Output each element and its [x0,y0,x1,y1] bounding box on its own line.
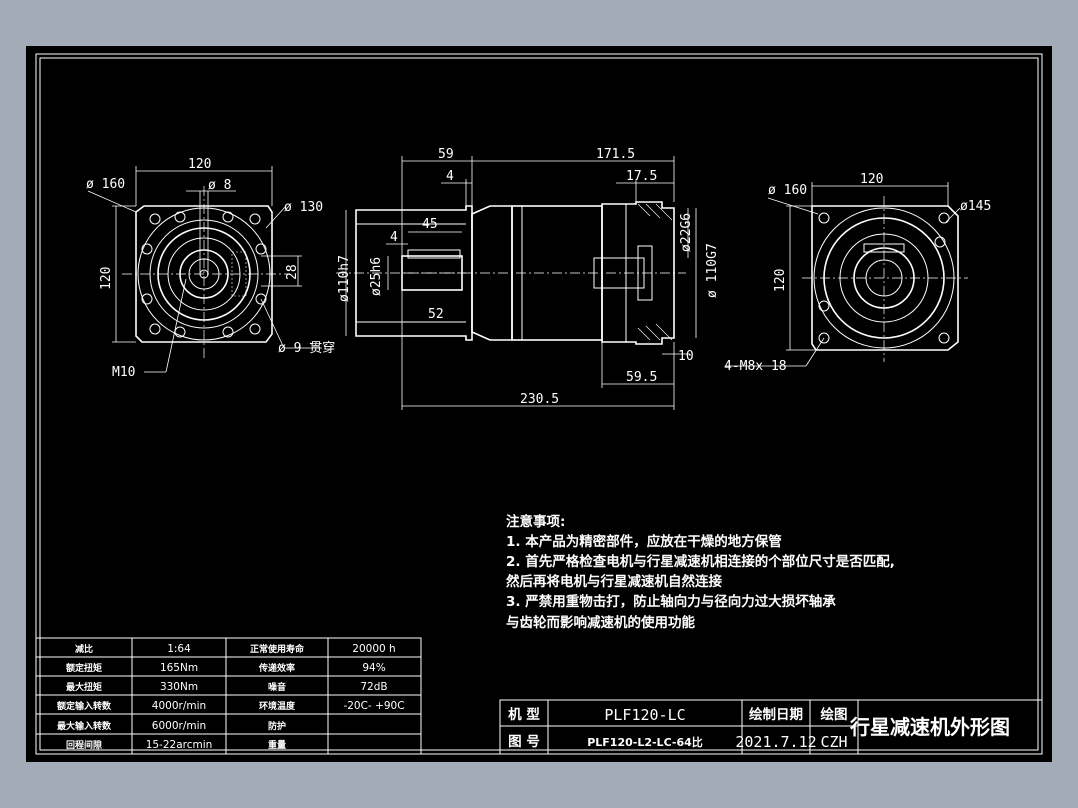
dim-side-45: 45 [422,217,438,232]
drawn-value: CZH [820,733,847,751]
dim-right-dia-145: ø145 [960,199,991,214]
spec-value-5: 330Nm [160,681,198,693]
spec-value-11: 15-22arcmin [146,739,213,751]
left-view: 120 ø 160 ø 8 ø 130 120 28 ø 9 贯穿 M10 [86,157,335,380]
note-line-5: 与齿轮而影响减速机的使用功能 [506,614,695,631]
date-value: 2021.7.12 [735,733,816,751]
dim-side-4-key: 4 [390,230,398,245]
dim-side-17-5: 17.5 [626,169,657,184]
spec-label-7: 额定输入转数 [57,700,112,712]
dim-side-171-5: 171.5 [596,147,635,162]
note-line-3: 然后再将电机与行星减速机自然连接 [506,573,722,590]
dim-side-10: 10 [678,349,694,364]
spec-label-1: 减比 [75,643,93,655]
dim-left-m10: M10 [112,365,135,380]
spec-value-1: 1:64 [167,643,191,655]
side-view: 59 171.5 4 17.5 45 4 ø110h7 ø25h6 ø22G6 … [336,147,720,410]
spec-value-3: 165Nm [160,662,198,674]
dim-side-dia-22g6: ø22G6 [679,213,694,252]
dim-left-key-28: 28 [285,264,300,280]
dim-left-width-120: 120 [188,157,211,172]
note-line-1: 1. 本产品为精密部件，应放在干燥的地方保管 [506,533,782,550]
dim-right-height-120: 120 [773,269,788,292]
dim-right-tap: 4-M8x 18 [724,359,787,374]
dim-side-dia-110g7: ø 110G7 [705,243,720,298]
notes-block: 注意事项: 1. 本产品为精密部件，应放在干燥的地方保管 2. 首先严格检查电机… [506,513,895,631]
spec-value-6: 72dB [360,681,387,693]
spec-value-9: 6000r/min [152,720,206,732]
model-value: PLF120-LC [604,706,685,724]
spec-value-7: 4000r/min [152,700,206,712]
spec-value-2: 20000 h [352,643,395,655]
dim-side-dia-110h7: ø110h7 [337,255,352,302]
right-view: 120 ø 160 ø145 120 4-M8x 18 [724,172,991,374]
dim-left-dia-8: ø 8 [208,178,231,193]
dim-left-height-120: 120 [99,267,114,290]
spec-label-2: 正常使用寿命 [250,643,305,655]
spec-label-10: 防护 [268,720,286,732]
dim-left-hole-9: ø 9 贯穿 [278,340,335,356]
dim-left-dia-130: ø 130 [284,200,323,215]
dim-right-dia-160: ø 160 [768,183,807,198]
model-label: 机 型 [508,706,540,723]
drawing-title: 行星减速机外形图 [849,715,1010,739]
spec-label-6: 噪音 [268,681,286,693]
dim-side-52: 52 [428,307,444,322]
spec-label-8: 环境温度 [259,700,296,712]
dim-right-width-120: 120 [860,172,883,187]
drawn-label: 绘图 [821,706,848,723]
drawing-sheet: 120 ø 160 ø 8 ø 130 120 28 ø 9 贯穿 M10 [26,46,1052,762]
title-block: 机 型 PLF120-LC 图 号 PLF120-L2-LC-64比 绘制日期 … [499,699,1043,755]
spec-value-4: 94% [362,662,385,674]
spec-label-3: 额定扭矩 [66,662,102,674]
dim-side-dia-25h6: ø25h6 [369,257,384,296]
drawing-canvas: 120 ø 160 ø 8 ø 130 120 28 ø 9 贯穿 M10 [35,53,1043,755]
spec-label-4: 传递效率 [258,662,295,674]
dim-side-4-top: 4 [446,169,454,184]
dim-left-dia-160: ø 160 [86,177,125,192]
spec-label-12: 重量 [268,739,286,751]
dim-side-59: 59 [438,147,454,162]
dim-side-230-5: 230.5 [520,392,559,407]
date-label: 绘制日期 [749,706,803,723]
note-line-4: 3. 严禁用重物击打，防止轴向力与径向力过大损坏轴承 [506,593,836,610]
drawing-no-label: 图 号 [508,734,540,750]
spec-label-11: 回程间隙 [66,739,102,751]
spec-table: 减比 1:64 正常使用寿命 20000 h 额定扭矩 165Nm 传递效率 9… [35,637,422,755]
note-line-2: 2. 首先严格检查电机与行星减速机相连接的个部位尺寸是否匹配, [506,553,895,570]
drawing-no-value: PLF120-L2-LC-64比 [587,735,703,749]
notes-heading: 注意事项: [506,513,565,530]
inner-frame [39,57,1039,751]
spec-value-8: -20C- +90C [343,700,404,712]
spec-label-9: 最大输入转数 [57,720,112,732]
spec-label-5: 最大扭矩 [66,681,102,693]
dim-side-59-5: 59.5 [626,370,657,385]
